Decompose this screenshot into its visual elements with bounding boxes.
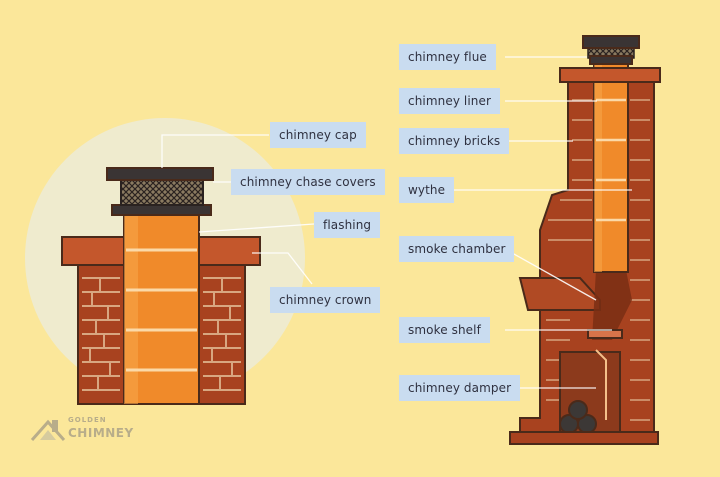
cap-collar	[111, 204, 212, 216]
label-chimney-crown: chimney crown	[270, 287, 381, 313]
damper-plate	[595, 349, 607, 420]
label-chimney-damper: chimney damper	[399, 375, 521, 401]
left-chimney	[61, 167, 261, 405]
cap-mesh	[120, 177, 204, 206]
log-3	[568, 400, 588, 420]
logo-bottom-text: CHIMNEY	[68, 426, 134, 440]
right-leader-lines	[447, 56, 632, 389]
right-crown	[559, 67, 661, 83]
label-smoke-shelf: smoke shelf	[399, 317, 490, 343]
label-chimney-cap: chimney cap	[270, 122, 366, 148]
right-cap-top	[582, 35, 640, 49]
logo-wordmark: GOLDEN CHIMNEY	[68, 414, 134, 439]
logo-top-text: GOLDEN	[68, 416, 107, 424]
label-smoke-chamber: smoke chamber	[399, 236, 515, 262]
label-wythe: wythe	[399, 177, 455, 203]
smoke-chamber	[592, 270, 632, 340]
label-flashing: flashing	[314, 212, 381, 238]
right-chimney	[509, 35, 661, 445]
label-chimney-liner: chimney liner	[399, 88, 501, 114]
label-chimney-bricks: chimney bricks	[399, 128, 510, 154]
chimney-logo-icon	[30, 419, 66, 441]
right-cap-collar	[589, 55, 633, 65]
label-chimney-chase-covers: chimney chase covers	[231, 169, 385, 195]
label-chimney-flue: chimney flue	[399, 44, 496, 70]
smoke-shelf-ledge	[587, 329, 623, 339]
hearth	[509, 431, 659, 445]
left-leader-lines	[161, 134, 315, 285]
cap-top	[106, 167, 214, 181]
